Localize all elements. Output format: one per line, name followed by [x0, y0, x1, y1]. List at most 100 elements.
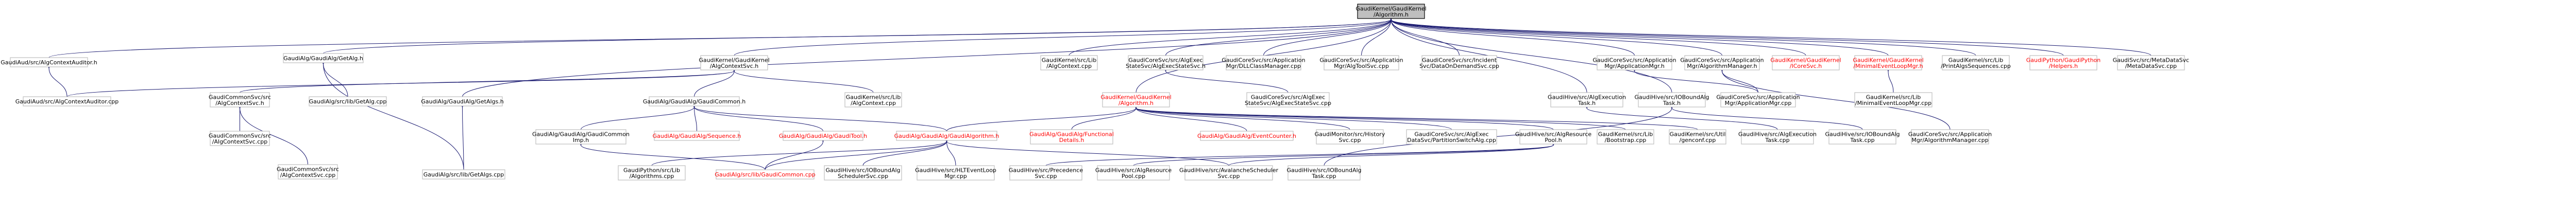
graph-node-gaudipython-helpers[interactable]: GaudiPython/GaudiPython/Helpers.h	[2026, 55, 2101, 70]
node-label-line: GaudiCoreSvc/src/AlgExec	[1251, 94, 1325, 100]
graph-node-gaudicommonsvc-algcontextsvc-h[interactable]: GaudiCommonSvc/src/AlgContextSvc.h	[209, 92, 271, 108]
node-box	[2117, 55, 2185, 70]
node-label-line: GaudiCoreSvc/src/Application	[1319, 57, 1403, 63]
node-label-line: GaudiCoreSvc/src/Incident	[1422, 57, 1497, 63]
node-box	[649, 96, 740, 106]
node-label-line: GaudiAlg/GaudiAlg/GaudiTool.h	[779, 133, 867, 139]
graph-node-gaudicoresvc-algexecstatesvc-cpp[interactable]: GaudiCoreSvc/src/AlgExecStateSvc/AlgExec…	[1245, 92, 1331, 108]
node-box	[1097, 165, 1170, 181]
graph-node-gaudialg-algeventcounter[interactable]: GaudiAlg/GaudiAlg/EventCounter.h	[1197, 131, 1296, 141]
graph-node-gaudikernel-minimaleventloopmgr-h[interactable]: GaudiKernel/GaudiKernel/MinimalEventLoop…	[1853, 55, 1924, 70]
dependency-edge	[1391, 20, 1976, 56]
dependency-edge	[324, 64, 348, 97]
graph-node-gaudialg-gaudialgorithm-h[interactable]: GaudiAlg/GaudiAlg/GaudiAlgorithm.h	[894, 131, 999, 141]
graph-node-gaudikernel-lib-algcontext2[interactable]: GaudiKernel/src/Lib/AlgContext.cpp	[844, 92, 902, 108]
dependency-edge	[765, 141, 947, 170]
node-label-line: GaudiKernel/src/Lib	[1598, 131, 1653, 137]
graph-node-gaudialg-src-getalgs-cpp[interactable]: GaudiAlg/src/lib/GetAlgs.cpp	[422, 169, 505, 180]
node-label-line: /MetaDataSvc.cpp	[2125, 63, 2177, 69]
graph-node-gaudicoresvc-algorithmmanager-h[interactable]: GaudiCoreSvc/src/ApplicationMgr/Algorith…	[1680, 55, 1764, 70]
node-box	[654, 131, 740, 141]
graph-node-gaudikernel-algorithm-h[interactable]: GaudiKernel/GaudiKernel/Algorithm.h	[1100, 92, 1172, 108]
graph-node-gaudikernel-minimaleventloopmgr-cpp[interactable]: GaudiKernel/src/Lib/MinimalEventLoopMgr.…	[1854, 92, 1933, 108]
graph-node-gaudialg-getalgs-h[interactable]: GaudiAlg/GaudiAlg/GetAlgs.h	[421, 96, 504, 106]
node-label-line: GaudiAlg/GaudiAlg/GaudiCommon	[532, 131, 630, 137]
node-label-line: GaudiHive/src/IOBoundAlg	[1825, 131, 1900, 137]
dependency-edge	[1136, 108, 1452, 130]
node-label-line: GaudiCommonSvc/src	[209, 132, 271, 139]
dependency-edge	[694, 107, 823, 132]
node-box	[1911, 129, 1989, 145]
graph-node-gaudikernel-icoresvc[interactable]: GaudiKernel/GaudiKernel/ICoreSvc.h	[1770, 55, 1841, 70]
node-label-line: Mgr/AlgToolSvc.cpp	[1334, 63, 1389, 69]
node-box	[1316, 129, 1384, 145]
node-box	[1828, 129, 1896, 145]
graph-node-gaudikernel-src-lib-algcontext[interactable]: GaudiKernel/src/Lib/AlgContext.cpp	[1040, 55, 1098, 70]
graph-node-gaudicoresvc-algexecstatesvc-h[interactable]: GaudiCoreSvc/src/AlgExecStateSvc/AlgExec…	[1126, 55, 1206, 70]
graph-node-gaudialg-src-getalg-cpp[interactable]: GaudiAlg/src/lib/GetAlg.cpp	[309, 96, 387, 106]
graph-node-gaudicoresvc-algtoolsvc[interactable]: GaudiCoreSvc/src/ApplicationMgr/AlgToolS…	[1319, 55, 1403, 70]
node-label-line: GaudiHive/src/HLTEventLoop	[915, 167, 996, 173]
dependency-edge	[1263, 20, 1392, 56]
graph-node-gaudicoresvc-incident-datasvc[interactable]: GaudiCoreSvc/src/IncidentSvc/DataOnDeman…	[1419, 55, 1499, 70]
graph-node-gaudikernel-lib-bootstrap[interactable]: GaudiKernel/src/Lib/Bootstrap.cpp	[1597, 129, 1654, 145]
graph-node-gaudipython-lib-algdecorators[interactable]: GaudiPython/src/Lib/Algorithms.cpp	[618, 165, 686, 181]
graph-node-gaudialg-src-gaudicommon-cpp[interactable]: GaudiAlg/src/lib/GaudiCommon.cpp	[715, 169, 816, 180]
node-label-line: GaudiAlg/src/lib/GaudiCommon.cpp	[715, 171, 815, 178]
node-label-line: Mgr/AlgorithmManager.cpp	[1911, 137, 1988, 144]
graph-node-gaudicommonsvc-algcontextsvc-cpp[interactable]: GaudiCommonSvc/src/AlgContextSvc.cpp	[209, 131, 271, 146]
graph-node-gaudisvc-metadatasvc[interactable]: GaudiSvc/src/MetaDataSvc/MetaDataSvc.cpp	[2113, 55, 2189, 70]
dependency-edge	[1165, 20, 1392, 56]
node-box	[1684, 55, 1760, 70]
graph-node-gaudicoresvc-algorithmmanager-cpp[interactable]: GaudiCoreSvc/src/ApplicationMgr/Algorith…	[1908, 129, 1992, 145]
graph-node-gaudikernel-util-genconf[interactable]: GaudiKernel/src/Util/genconf.cpp	[1669, 129, 1726, 145]
node-label-line: GaudiHive/src/AvalancheScheduler	[1179, 167, 1279, 173]
node-box	[278, 164, 338, 180]
node-label-line: GaudiAud/src/AlgContextAuditor.h	[1, 59, 97, 66]
graph-nodes: GaudiKernel/GaudiKernel/Algorithm.hGaudi…	[1, 4, 2189, 181]
dependency-edge	[947, 141, 1229, 166]
node-box	[1772, 55, 1840, 70]
graph-node-gaudicoresvc-dllclassmanager[interactable]: GaudiCoreSvc/src/ApplicationMgr/DLLClass…	[1222, 55, 1306, 70]
graph-node-gaudicommonsvc-src-algcontextsvc[interactable]: GaudiCommonSvc/src/AlgContextSvc.cpp	[277, 164, 339, 180]
node-label-line: SchedulerSvc.cpp	[838, 173, 888, 180]
dependency-edge	[1071, 108, 1136, 130]
node-label-line: Mgr/AlgorithmManager.h	[1687, 63, 1757, 69]
graph-node-gaudikernel-algcontextsvc-h[interactable]: GaudiKernel/GaudiKernel/AlgContextSvc.h	[699, 55, 770, 70]
graph-node-gaudialg-sequence-h[interactable]: GaudiAlg/GaudiAlg/Sequence.h	[653, 131, 741, 141]
graph-node-gaudiaud-ctx-audtor-h[interactable]: GaudiAud/src/AlgContextAuditor.h	[1, 57, 97, 67]
node-label-line: Task.cpp	[1850, 137, 1874, 144]
node-label-line: Task.cpp	[1765, 137, 1789, 144]
graph-node-gaudialg-getalg-h[interactable]: GaudiAlg/GaudiAlg/GetAlg.h	[283, 53, 364, 63]
graph-node-gaudikernel-lib-printalgsequences[interactable]: GaudiKernel/src/Lib/PrintAlgsSequences.c…	[1941, 55, 2011, 70]
dependency-edge	[651, 141, 947, 166]
graph-node-gaudicoresvc-applicationmgr-h[interactable]: GaudiCoreSvc/src/ApplicationMgr/Applicat…	[1592, 55, 1676, 70]
graph-edges	[49, 20, 2151, 170]
graph-node-gaudicoresvc-partitionswitchalg[interactable]: GaudiCoreSvc/src/AlgExecDataSvc/Partitio…	[1406, 129, 1497, 145]
node-box	[283, 53, 364, 63]
dependency-edge	[946, 108, 1137, 132]
node-label-line: Details.h	[1059, 137, 1084, 144]
graph-node-gaudialg-gauditool-h[interactable]: GaudiAlg/GaudiAlg/GaudiTool.h	[779, 131, 867, 141]
graph-node-gaudialg-gaudicommon-h[interactable]: GaudiAlg/GaudiAlg/GaudiCommon.h	[643, 96, 745, 106]
node-label-line: GaudiKernel/src/Lib	[846, 94, 901, 100]
node-label-line: /ICoreSvc.h	[1790, 63, 1822, 69]
dependency-edge	[1136, 108, 1350, 130]
graph-node-gaudicoresvc-applicationmgr-cpp[interactable]: GaudiCoreSvc/src/ApplicationMgr/Applicat…	[1716, 92, 1800, 108]
graph-node-gaudiaud-ctx-audtor-cpp[interactable]: GaudiAud/src/AlgContextAuditor.cpp	[15, 96, 118, 106]
dependency-edge	[1324, 108, 1672, 166]
